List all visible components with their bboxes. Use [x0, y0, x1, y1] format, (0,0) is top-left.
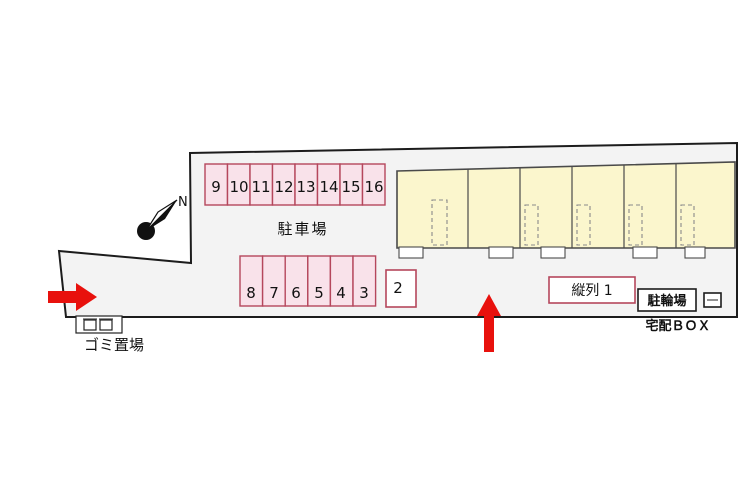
entry-arrow-left-icon	[48, 283, 97, 311]
stall-11-label: 11	[251, 178, 270, 196]
building-door-1-icon	[431, 199, 448, 246]
garbage-can-1-icon	[83, 319, 97, 331]
entry-arrow-up-icon	[477, 294, 501, 352]
stall-5-label: 5	[314, 284, 324, 302]
stall-3	[352, 255, 377, 307]
garbage-can-2-icon	[99, 319, 113, 331]
tandem-row: 縦列 1	[548, 276, 636, 304]
garbage-area: ゴミ置場	[75, 315, 144, 354]
parking-row-top: 9 10 11 12 13 14 15 16	[204, 163, 386, 206]
stall-8-label: 8	[246, 284, 256, 302]
entrance-step-3	[540, 246, 566, 259]
entrance-step-2	[488, 246, 514, 259]
garbage-label: ゴミ置場	[84, 336, 144, 354]
stall-4-label: 4	[336, 284, 346, 302]
stall-12-label: 12	[274, 178, 293, 196]
bicycle-label: 駐輪場	[647, 293, 686, 309]
north-label: N	[178, 195, 188, 210]
stall-3-label: 3	[359, 284, 369, 302]
building	[396, 161, 736, 259]
stall-2-box	[385, 269, 417, 308]
building-door-3-icon	[576, 204, 591, 246]
building-door-4-icon	[628, 204, 643, 246]
entrance-step-1	[398, 246, 424, 259]
entrance-step-4	[632, 246, 658, 259]
stall-2-label: 2	[393, 279, 403, 297]
delivery-box-label: 宅配ＢＯＸ	[645, 318, 710, 334]
bicycle-parking: 駐輪場	[637, 288, 697, 312]
building-door-5-icon	[680, 204, 695, 246]
bicycle-box	[637, 288, 697, 312]
stall-15-label: 15	[341, 178, 360, 196]
compass: N	[137, 195, 188, 240]
parking-lot-label: 駐車場	[277, 220, 328, 238]
compass-needle-light-icon	[145, 199, 178, 232]
building-door-2-icon	[524, 204, 539, 246]
building-outline	[396, 161, 736, 249]
stall-7-label: 7	[269, 284, 279, 302]
tandem-box	[548, 276, 636, 304]
entrance-step-5	[684, 246, 706, 259]
stall-16-label: 16	[364, 178, 383, 196]
parking-row-bottom: 8 7 6 5 4 3	[239, 255, 377, 307]
stall-13-label: 13	[296, 178, 315, 196]
stall-10-label: 10	[229, 178, 248, 196]
tandem-label: 縦列 1	[571, 283, 612, 299]
stall-16	[361, 163, 386, 206]
delivery-box: 宅配ＢＯＸ	[645, 292, 722, 334]
stall-2: 2	[385, 269, 417, 308]
stall-9-label: 9	[211, 178, 221, 196]
stall-14-label: 14	[319, 178, 338, 196]
stall-6-label: 6	[291, 284, 301, 302]
